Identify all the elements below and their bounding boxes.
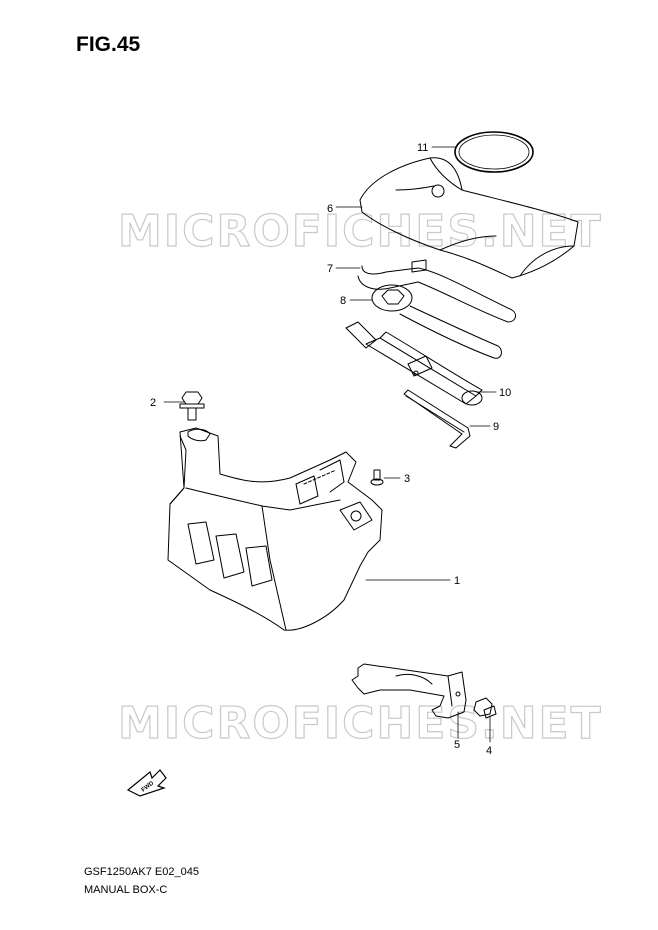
forward-arrow-icon: FWD (126, 769, 167, 797)
callout-2: 2 (150, 397, 156, 409)
hex-key-part (403, 389, 471, 449)
socket-wrench-part (345, 321, 483, 406)
callout-5: 5 (454, 739, 460, 751)
bolt-top-part (179, 391, 205, 421)
figure-title: FIG.45 (76, 33, 141, 56)
callout-8: 8 (340, 295, 346, 307)
callout-7: 7 (327, 263, 333, 275)
callout-9: 9 (493, 421, 499, 433)
watermark-bottom: MICROFICHES.NET (118, 698, 603, 749)
callout-3: 3 (404, 473, 410, 485)
callout-1: 1 (454, 575, 460, 587)
figure-name: MANUAL BOX-C (84, 884, 168, 896)
callout-10: 10 (499, 387, 511, 399)
bracket-part (351, 663, 467, 719)
hook-spanner-part (357, 259, 516, 323)
callout-4: 4 (486, 745, 492, 757)
manual-box-part (167, 427, 383, 631)
tool-bag-part (359, 157, 579, 279)
bolt-bottom-part (473, 697, 497, 719)
watermark-top: MICROFICHES.NET (118, 206, 603, 257)
screw-part (370, 469, 384, 486)
rubber-band-part (454, 131, 534, 173)
callout-11: 11 (417, 142, 428, 154)
callout-6: 6 (327, 203, 333, 215)
leader-lines (163, 146, 497, 743)
figure-code: GSF1250AK7 E02_045 (84, 866, 199, 878)
box-wrench-part (371, 284, 502, 359)
